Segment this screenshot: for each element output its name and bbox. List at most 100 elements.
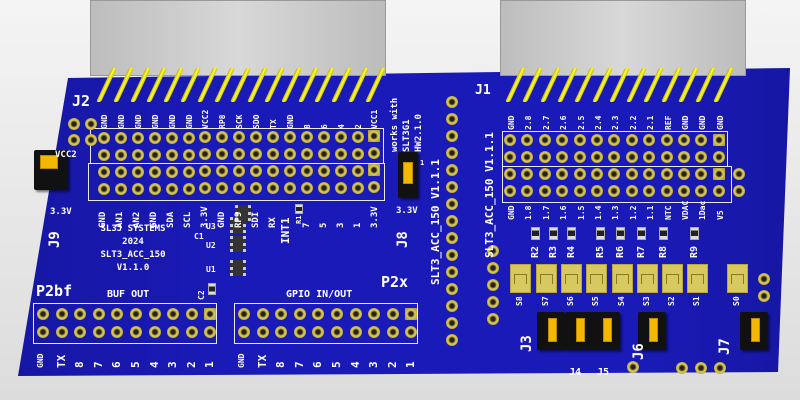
pad xyxy=(487,296,499,308)
pad xyxy=(538,168,551,180)
p2x-pin-label: 5 xyxy=(330,361,343,368)
pad xyxy=(233,165,246,178)
p2x-pin-label: 3 xyxy=(367,361,381,368)
pad xyxy=(250,131,263,144)
pad xyxy=(267,148,279,160)
board-info-text: V1.1.0 xyxy=(116,263,150,273)
switch-label: S3 xyxy=(642,296,651,306)
jumper-j8 xyxy=(398,152,418,198)
jumper-cap xyxy=(548,318,557,342)
solder-jumper-pad xyxy=(536,264,557,293)
p2x-pin-label: TX xyxy=(255,354,269,368)
jumper-j3 xyxy=(537,312,565,350)
resistor xyxy=(637,227,646,240)
pad xyxy=(695,168,708,180)
pad xyxy=(538,185,551,197)
pad xyxy=(293,326,306,338)
j1-pin-label: 1.5 xyxy=(576,205,586,220)
silk-outline-j1 xyxy=(502,166,732,203)
pad xyxy=(68,118,80,130)
silk-outline-j1 xyxy=(502,131,728,167)
j9-label: J9 xyxy=(47,231,63,248)
switch-label: S8 xyxy=(515,296,524,306)
j2-pin-label: RP9 xyxy=(234,211,244,228)
pad xyxy=(487,313,499,325)
pad xyxy=(256,326,269,338)
p2x-pin-label: 2 xyxy=(385,361,399,368)
pad xyxy=(199,165,212,178)
j9-bottom-label: 3.3V xyxy=(50,207,72,217)
pad xyxy=(446,266,458,278)
p2x-pin-label: GND xyxy=(237,353,246,368)
pad xyxy=(167,326,180,338)
p2bf-pin-label: GND xyxy=(36,353,45,368)
j2-pin-label: GND xyxy=(116,114,126,129)
p2bf-pin-label: 6 xyxy=(110,361,124,368)
pad xyxy=(216,182,229,195)
p2bf-pin-label: 1 xyxy=(203,361,217,368)
chip-label: U2 xyxy=(206,241,216,250)
ic-chip xyxy=(235,205,251,221)
pad xyxy=(267,182,279,194)
pad xyxy=(487,279,499,291)
jumper-label: J7 xyxy=(717,338,733,355)
pad xyxy=(446,334,458,346)
jumper-j5 xyxy=(592,312,620,350)
resistor xyxy=(659,227,668,240)
pad xyxy=(250,182,263,195)
pad xyxy=(334,130,347,143)
pad xyxy=(446,181,458,193)
pad xyxy=(182,182,195,195)
j1-pin-label: GND xyxy=(681,115,690,130)
pad xyxy=(317,181,330,194)
j1-pin-label: GND xyxy=(507,205,516,220)
j2-pin-label: GND xyxy=(100,114,109,129)
pad xyxy=(349,326,362,338)
switch-label: S0 xyxy=(732,296,741,306)
pad xyxy=(678,134,690,146)
j1-pin-label: 2.6 xyxy=(559,115,569,130)
pad xyxy=(283,147,296,160)
j1-pin-label: 1.2 xyxy=(628,205,638,220)
pad xyxy=(293,308,306,320)
board-version-label: SLT3_ACC_150 V1.1.1 xyxy=(429,159,442,285)
j1-pin-label: 2.3 xyxy=(611,115,621,130)
pad xyxy=(625,151,638,163)
pad xyxy=(368,164,381,177)
pad xyxy=(74,326,87,338)
jumper-label: J5 xyxy=(597,367,610,378)
switch-label: S4 xyxy=(617,296,626,306)
pad xyxy=(216,165,229,178)
j2-pin-label: SCL xyxy=(183,211,193,228)
pad xyxy=(334,181,347,194)
pad xyxy=(199,148,212,161)
j1-pin-label: 1.6 xyxy=(559,205,569,220)
j1-pin-label: REF xyxy=(663,115,673,130)
pad xyxy=(283,181,296,194)
j2-pin-label: 3 xyxy=(336,222,346,228)
pad xyxy=(351,164,364,177)
pad xyxy=(712,151,725,163)
resistor-label: R6 xyxy=(615,245,626,258)
cap-label: C1 xyxy=(194,232,204,241)
pad xyxy=(643,134,656,146)
chip-label: U1 xyxy=(206,265,216,274)
pad xyxy=(111,308,124,320)
pad xyxy=(625,134,638,146)
pad xyxy=(446,215,458,227)
pad xyxy=(185,308,198,320)
pad xyxy=(98,149,110,161)
pad xyxy=(216,131,229,144)
board-info-text: SLT3_ACC_150 xyxy=(100,250,166,260)
pad xyxy=(608,134,621,146)
j2-pin-label: GND xyxy=(167,114,177,129)
j1-pin-label: 1.4 xyxy=(594,205,603,220)
pad xyxy=(676,362,688,374)
pad xyxy=(167,308,180,320)
pad xyxy=(446,232,458,244)
pad xyxy=(334,164,347,177)
pad xyxy=(300,147,313,160)
resistor xyxy=(549,227,558,240)
j2-pin-label: GND xyxy=(285,114,295,129)
pad xyxy=(678,168,690,180)
